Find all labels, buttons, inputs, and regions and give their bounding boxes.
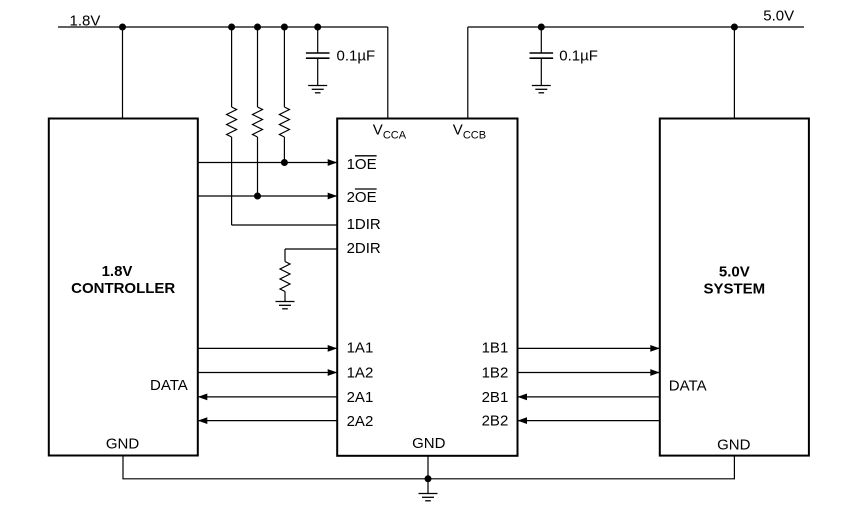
svg-text:SYSTEM: SYSTEM [703, 281, 765, 298]
svg-text:GND: GND [106, 436, 140, 453]
svg-text:1.8V: 1.8V [102, 263, 133, 280]
svg-text:DATA: DATA [150, 377, 188, 394]
svg-text:GND: GND [412, 435, 446, 452]
svg-text:5.0V: 5.0V [763, 8, 794, 25]
svg-text:1A2: 1A2 [347, 365, 374, 382]
svg-text:2OE: 2OE [347, 189, 377, 206]
svg-text:1B1: 1B1 [482, 339, 509, 356]
svg-text:2B1: 2B1 [482, 389, 509, 406]
svg-text:0.1µF: 0.1µF [337, 48, 376, 65]
svg-text:2A1: 2A1 [347, 389, 374, 406]
svg-text:1OE: 1OE [347, 156, 377, 173]
svg-text:1B2: 1B2 [482, 365, 509, 382]
svg-text:2A2: 2A2 [347, 413, 374, 430]
svg-text:DATA: DATA [669, 378, 707, 395]
svg-text:1.8V: 1.8V [70, 12, 101, 29]
svg-text:GND: GND [717, 436, 751, 453]
svg-text:0.1µF: 0.1µF [559, 48, 598, 65]
svg-text:CONTROLLER: CONTROLLER [71, 280, 175, 297]
svg-text:1DIR: 1DIR [347, 216, 381, 233]
svg-text:5.0V: 5.0V [719, 264, 750, 281]
svg-text:2DIR: 2DIR [347, 240, 381, 257]
svg-text:1A1: 1A1 [347, 339, 374, 356]
svg-text:2B2: 2B2 [482, 413, 509, 430]
